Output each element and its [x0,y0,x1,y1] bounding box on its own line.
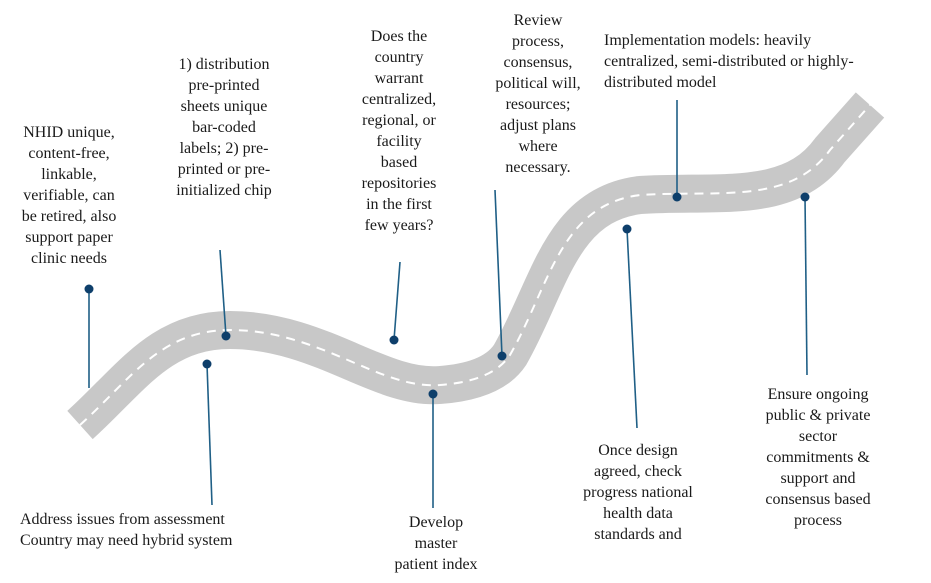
label-line: adjust plans [500,117,576,134]
dot-standards [622,224,632,234]
label-review: Review process, consensus, political will, r… [468,10,608,178]
label-line: initialized chip [176,182,272,199]
label-line: content-free, [28,145,110,162]
label-line: warrant [374,70,424,87]
label-line: NHID unique, [23,124,115,141]
dot-mpi [428,389,438,399]
label-line: bar-coded [192,119,256,136]
dot-commitments [800,192,810,202]
label-standards: Once design agreed, check progress nationa… [560,440,716,545]
label-line: patient index [394,556,478,573]
label-line: progress national [583,484,693,501]
label-line: support and [780,470,856,487]
dot-distribution [221,331,231,341]
label-mpi: Develop master patient index [366,512,506,575]
label-line: standards and [594,526,682,543]
road-center-line [79,104,871,426]
label-line: few years? [364,217,434,234]
label-line: consensus based [765,491,871,508]
label-line: commitments & [766,449,870,466]
label-line: Develop [408,514,464,531]
label-line: Address issues from assessment [20,511,225,528]
label-line: political will, [495,75,581,92]
label-line: labels; 2) pre- [179,140,269,157]
label-line: clinic needs [31,250,107,267]
dot-implementation [672,192,682,202]
label-line: country [374,49,424,66]
label-line: sector [798,428,838,445]
dot-repositories [389,335,399,345]
label-line: consensus, [503,54,573,71]
label-line: process [794,512,842,529]
label-line: Review [513,12,563,29]
label-line: Ensure ongoing [767,386,869,403]
label-line: facility [376,133,422,150]
label-line: Once design [598,442,678,459]
label-line: centralized, [361,91,437,108]
dot-assessment [202,359,212,369]
label-line: master [414,535,458,552]
leader-assessment [206,363,213,506]
label-line: printed or pre- [177,161,271,178]
milestone-dots [84,192,810,399]
label-line: based [380,154,418,171]
label-line: where [518,138,558,155]
label-line: in the first [366,196,432,213]
label-line: pre-printed [188,77,260,94]
label-line: 1) distribution [178,56,270,73]
label-line: be retired, also [21,208,117,225]
leader-review [494,189,503,357]
label-repositories: Does the country warrant centralized, region… [338,26,460,236]
label-line: sheets unique [180,98,268,115]
label-line: distributed model [604,74,717,91]
label-line: repositories [361,175,437,192]
label-line: Does the [370,28,428,45]
label-line: agreed, check [594,463,682,480]
leader-lines [88,100,808,508]
label-implementation: Implementation models: heavily centralize… [604,30,904,93]
label-commitments: Ensure ongoing public & private sector comm… [750,384,886,531]
label-line: support paper [25,229,113,246]
label-line: resources; [505,96,571,113]
dot-review [497,351,507,361]
label-line: public & private [765,407,871,424]
leader-standards [626,228,638,429]
label-line: health data [603,505,673,522]
label-line: process, [512,33,564,50]
label-line: centralized, semi-distributed or highly- [604,53,854,70]
label-nhid: NHID unique, content-free, linkable, verifi… [8,122,130,269]
leader-distribution [219,249,227,337]
label-line: Implementation models: heavily [604,32,812,49]
label-distribution: 1) distribution pre-printed sheets unique b… [158,54,290,201]
leader-repositories [393,261,401,341]
label-line: necessary. [505,159,571,176]
label-line: linkable, [41,166,97,183]
dot-nhid [84,284,94,294]
label-line: verifiable, can [23,187,115,204]
leader-commitments [804,196,808,376]
label-line: regional, or [362,112,436,129]
label-line: Country may need hybrid system [20,532,233,549]
